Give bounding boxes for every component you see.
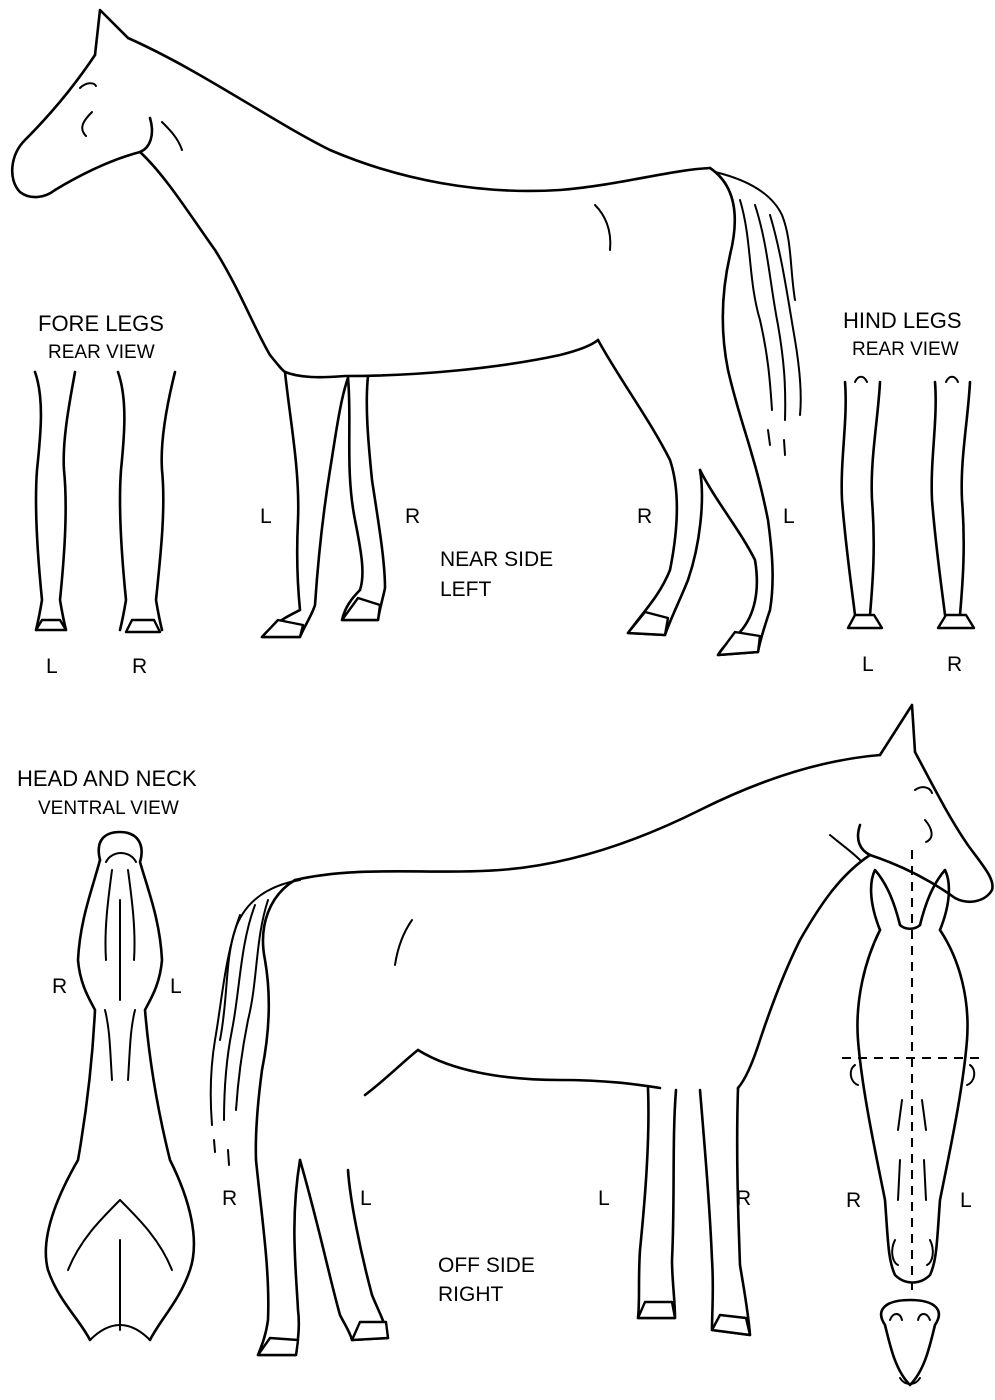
hind-legs-title: HIND LEGS xyxy=(843,310,962,332)
off-side-tail xyxy=(211,880,300,1165)
near-side-tail xyxy=(715,172,801,455)
fore-legs-title: FORE LEGS xyxy=(38,313,164,335)
near-side-hind-left-label: L xyxy=(783,506,795,527)
fore-legs-rear-view xyxy=(35,372,175,632)
head-front-left-label: L xyxy=(960,1190,972,1211)
near-side-fore-left-label: L xyxy=(260,506,272,527)
hind-legs-left-label: L xyxy=(862,654,874,675)
hind-legs-subtitle: REAR VIEW xyxy=(852,340,959,359)
fore-legs-right-label: R xyxy=(132,656,147,677)
head-neck-ventral-view xyxy=(46,832,194,1340)
head-neck-title: HEAD AND NECK xyxy=(17,768,197,790)
muzzle-front-view xyxy=(881,1300,939,1385)
head-neck-left-label: L xyxy=(170,976,182,997)
hind-legs-right-label: R xyxy=(947,654,962,675)
near-side-fore-right-label: R xyxy=(405,506,420,527)
head-neck-subtitle: VENTRAL VIEW xyxy=(38,799,179,818)
off-side-horse-outline xyxy=(256,705,993,1355)
hind-legs-rear-view xyxy=(842,377,974,628)
near-side-title: NEAR SIDE xyxy=(440,549,553,570)
fore-legs-left-label: L xyxy=(46,656,58,677)
off-side-hind-left-label: L xyxy=(360,1188,372,1209)
near-side-hind-right-label: R xyxy=(637,506,652,527)
head-front-right-label: R xyxy=(846,1190,861,1211)
head-front-view xyxy=(842,850,985,1290)
off-side-title: OFF SIDE xyxy=(438,1255,535,1276)
fore-legs-subtitle: REAR VIEW xyxy=(48,343,155,362)
off-side-fore-right-label: R xyxy=(736,1188,751,1209)
near-side-subtitle: LEFT xyxy=(440,579,491,600)
off-side-subtitle: RIGHT xyxy=(438,1284,503,1305)
head-neck-right-label: R xyxy=(52,976,67,997)
off-side-hind-right-label: R xyxy=(222,1188,237,1209)
off-side-fore-left-label: L xyxy=(598,1188,610,1209)
